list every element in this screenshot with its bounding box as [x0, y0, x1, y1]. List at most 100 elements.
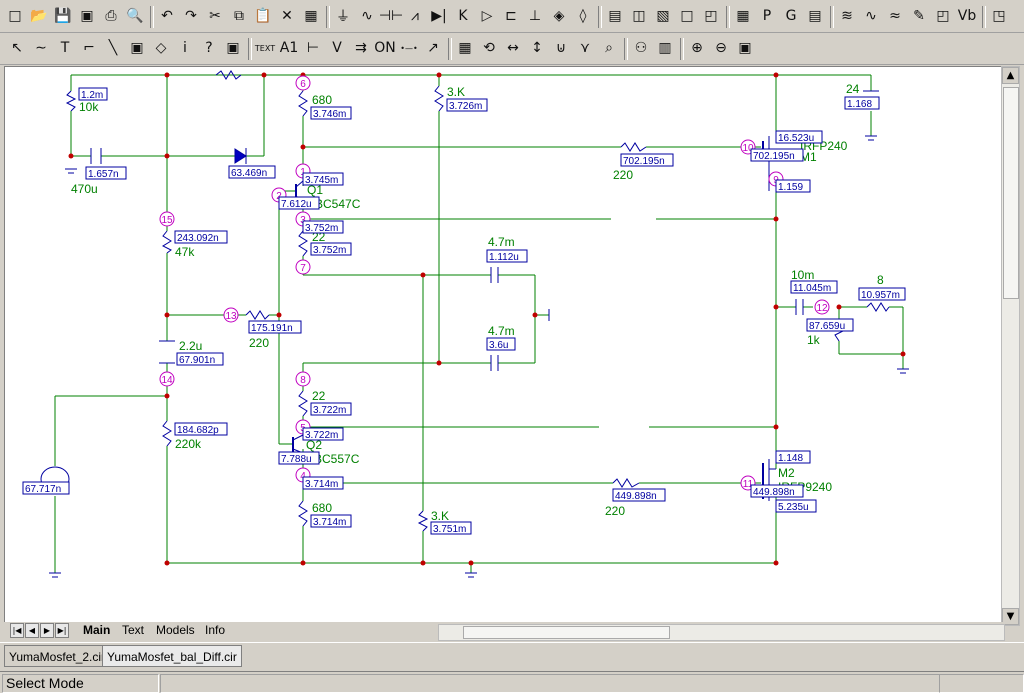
tab-prev-icon[interactable]: ◀ [25, 623, 39, 638]
copy-icon[interactable]: ⧉ [234, 8, 244, 24]
select-mode-icon[interactable]: ↖ [11, 40, 23, 56]
switch-icon[interactable]: ⊏ [505, 8, 517, 24]
new-icon[interactable]: □ [8, 8, 22, 24]
jfet-icon[interactable]: ◊ [579, 8, 587, 24]
tab-first-icon[interactable]: |◀ [10, 623, 24, 638]
print-preview-icon[interactable]: 🔍 [126, 8, 144, 24]
tab-last-icon[interactable]: ▶| [55, 623, 69, 638]
toolbar-separator [982, 6, 986, 28]
select-all-icon[interactable]: ▦ [304, 8, 318, 24]
h-scroll-thumb[interactable] [463, 626, 670, 639]
diode-icon[interactable]: ▶| [431, 8, 447, 24]
g-icon[interactable]: G [785, 8, 797, 24]
wire-icon[interactable]: ∼ [35, 40, 47, 56]
node-marker [295, 75, 311, 91]
component-value-r-680-bot: 680 [312, 501, 332, 515]
text-label-icon[interactable]: TEXT [254, 43, 276, 53]
open-icon[interactable]: 📂 [30, 8, 48, 24]
source-icon[interactable]: ◈ [553, 8, 565, 24]
p-icon[interactable]: P [762, 8, 772, 24]
component-value-r-8: 8 [877, 273, 884, 287]
binoculars-icon[interactable]: ⚇ [634, 40, 648, 56]
zoom-box-icon[interactable]: ◳ [992, 8, 1006, 24]
probe-icon[interactable]: ✎ [913, 8, 925, 24]
node-label: 11 [743, 479, 754, 490]
calculator-icon[interactable]: ▦ [736, 8, 750, 24]
battery-icon[interactable]: ⊥ [528, 8, 542, 24]
flip-v-icon[interactable]: ↕ [531, 40, 543, 56]
save-all-icon[interactable]: ▣ [80, 8, 94, 24]
flag-icon[interactable]: ↗ [427, 40, 439, 56]
cut-icon[interactable]: ✂ [209, 8, 221, 24]
delete-icon[interactable]: ✕ [281, 8, 293, 24]
paste-icon[interactable]: 📋 [254, 8, 272, 24]
ground-symbols [49, 135, 909, 578]
horizontal-scrollbar[interactable] [438, 624, 1005, 641]
undo-icon[interactable]: ↶ [161, 8, 173, 24]
node-label: 13 [225, 311, 237, 322]
scope-icon[interactable]: ◰ [936, 8, 950, 24]
waveform-icon[interactable]: ≈ [889, 8, 901, 24]
readout-box [775, 499, 817, 513]
step-icon[interactable]: ⋎ [579, 40, 591, 56]
zoom-out-icon[interactable]: ⊖ [715, 40, 727, 56]
grid-icon[interactable]: ▣ [130, 40, 144, 56]
capacitor-icon[interactable]: ⊣⊢ [378, 8, 404, 24]
shape-icon[interactable]: ◇ [155, 40, 167, 56]
tab-main[interactable]: Main [83, 623, 111, 637]
line-icon[interactable]: ╲ [108, 40, 118, 56]
readout-value: 87.659u [809, 321, 845, 332]
flip-h-icon[interactable]: ↔ [507, 40, 519, 56]
window-split-icon[interactable]: ▤ [608, 8, 622, 24]
cascade-icon[interactable]: ▧ [656, 8, 670, 24]
power-icon[interactable]: ON [374, 40, 396, 56]
tab-info[interactable]: Info [205, 623, 226, 637]
restore-icon[interactable]: ◰ [704, 8, 718, 24]
wire-ortho-icon[interactable]: ⌐ [83, 40, 95, 56]
save-icon[interactable]: 💾 [54, 8, 72, 24]
component-value-q1-part: BC547C [315, 197, 361, 211]
current-arrow-icon[interactable]: ⇉ [355, 40, 367, 56]
tab-models[interactable]: Models [156, 623, 195, 637]
scroll-down-icon[interactable]: ▼ [1002, 608, 1019, 625]
schematic-canvas[interactable]: 612371315148541091211 10k470u6803.K24220… [4, 66, 1002, 624]
scroll-thumb[interactable] [1003, 87, 1019, 299]
redo-icon[interactable]: ↷ [185, 8, 197, 24]
table-icon[interactable]: ▤ [808, 8, 822, 24]
pin-icon[interactable]: ⊢ [306, 40, 320, 56]
rotate-icon[interactable]: ⟲ [483, 40, 495, 56]
readout-box [620, 153, 674, 167]
print-icon[interactable]: ⎙ [105, 8, 117, 24]
text-mode-icon[interactable]: T [60, 40, 70, 56]
component-icon[interactable]: ▣ [226, 40, 240, 56]
fft-icon[interactable]: ∿ [865, 8, 877, 24]
maximize-icon[interactable]: □ [680, 8, 694, 24]
mirror-icon[interactable]: ⊍ [555, 40, 567, 56]
doc-tab-yumamosfet-bal-diff[interactable]: YumaMosfet_bal_Diff.cir [102, 645, 242, 667]
screen-icon[interactable]: ▥ [658, 40, 672, 56]
readout-value: 1.159 [778, 182, 803, 193]
node-numbers-icon[interactable]: A1 [279, 40, 299, 56]
opamp-icon[interactable]: ▷ [481, 8, 493, 24]
inductor-icon[interactable]: ∿ [361, 8, 373, 24]
tile-icon[interactable]: ◫ [632, 8, 646, 24]
voltage-icon[interactable]: V [332, 40, 342, 56]
component-value-r-3k-bot: 3.K [431, 509, 449, 523]
node-icon[interactable]: •—• [400, 43, 418, 53]
ground-icon[interactable]: ⏚ [336, 9, 350, 25]
info-icon[interactable]: i [183, 40, 187, 56]
tab-next-icon[interactable]: ▶ [40, 623, 54, 638]
properties-icon[interactable]: ▦ [458, 40, 472, 56]
analysis-icon[interactable]: ≋ [841, 8, 853, 24]
scroll-up-icon[interactable]: ▲ [1002, 67, 1019, 84]
find-icon[interactable]: ⌕ [605, 40, 613, 56]
tab-text[interactable]: Text [122, 623, 145, 637]
npn-icon[interactable]: K [458, 8, 468, 24]
zoom-in-icon[interactable]: ⊕ [691, 40, 703, 56]
resistor-icon[interactable]: ⩘ [411, 8, 419, 24]
doc-tab-yumamosfet-2[interactable]: YumaMosfet_2.cir [4, 645, 111, 667]
camera-icon[interactable]: ▣ [738, 40, 752, 56]
vb-icon[interactable]: Vb [957, 8, 977, 24]
help-icon[interactable]: ? [205, 40, 213, 56]
vertical-scrollbar[interactable]: ▲ ▼ [1001, 66, 1020, 626]
